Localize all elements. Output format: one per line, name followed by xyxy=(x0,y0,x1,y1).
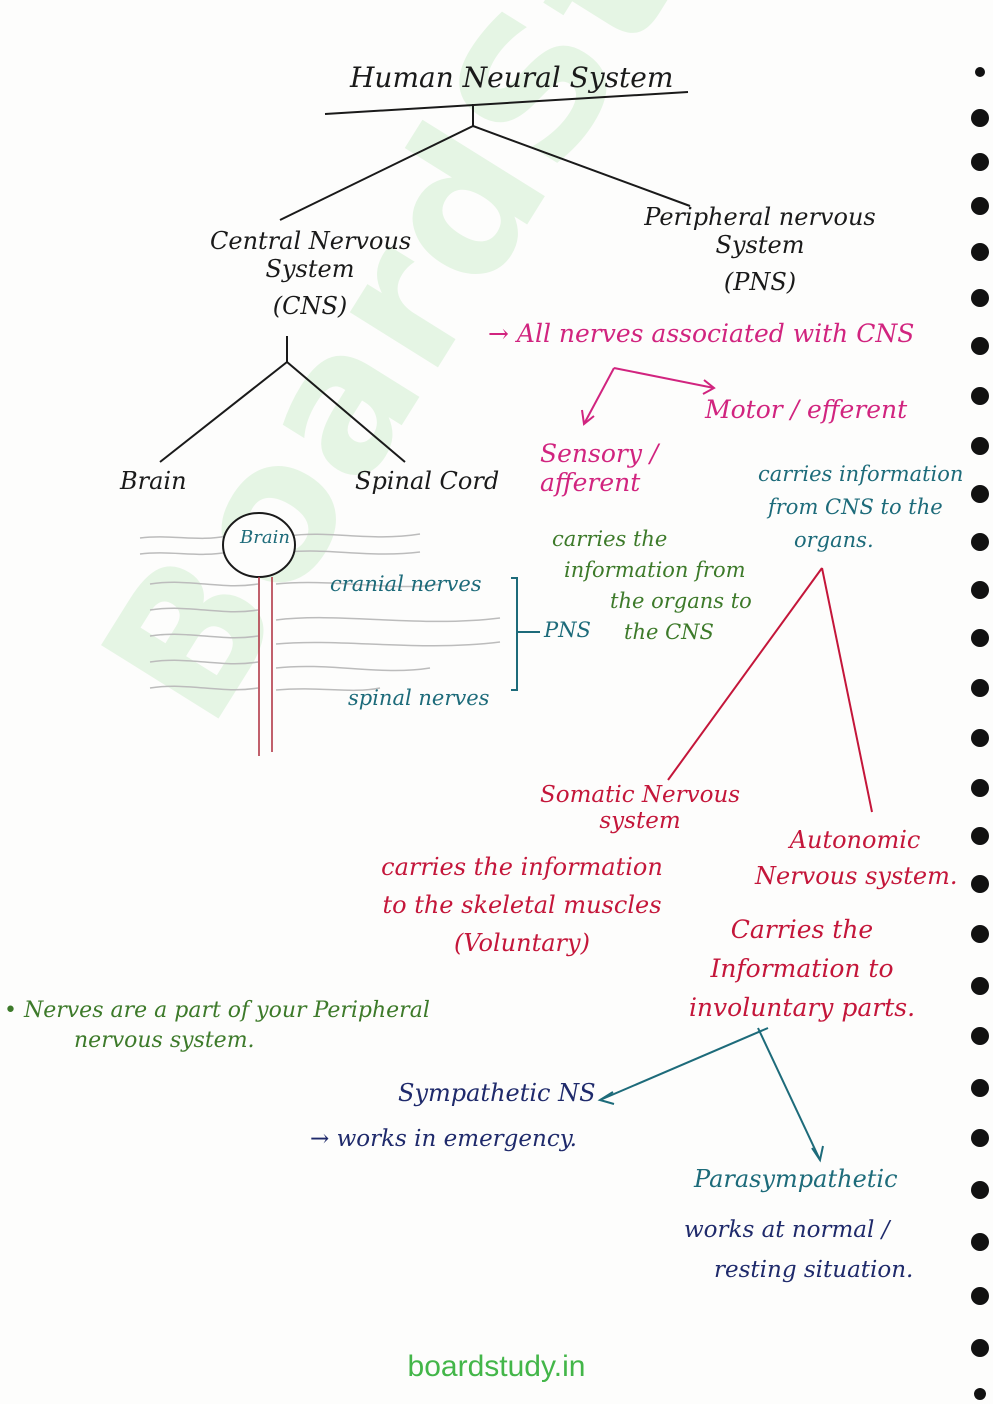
branch-to-autonomic xyxy=(821,567,873,813)
somatic-description: carries the information to the skeletal … xyxy=(352,848,692,962)
pns-label-line2: System xyxy=(715,230,805,259)
spinal-cord-label: Spinal Cord xyxy=(355,467,500,495)
somatic-nervous-system-label: Somatic Nervous system xyxy=(540,782,740,835)
pns-label: Peripheral nervous System (PNS) xyxy=(640,203,880,297)
motor-desc-line: organs. xyxy=(794,528,874,552)
nervous-system-sketch xyxy=(139,512,540,756)
sensory-desc-line: carries the xyxy=(552,527,668,551)
autonomic-description: Carries the Information to involuntary p… xyxy=(672,910,932,1027)
parasympathetic-label: Parasympathetic xyxy=(694,1165,898,1193)
sympathetic-ns-label: Sympathetic NS xyxy=(398,1079,596,1107)
sensory-line2: afferent xyxy=(540,467,641,497)
somatic-desc-line: (Voluntary) xyxy=(454,929,590,957)
autonomic-line2: Nervous system. xyxy=(755,862,958,890)
sensory-desc-line: the organs to xyxy=(610,589,752,613)
somatic-line1: Somatic Nervous xyxy=(540,782,741,808)
brain-label: Brain xyxy=(120,467,187,495)
parasympathetic-desc-line1: works at normal / xyxy=(684,1217,890,1243)
sketch-brain-label: Brain xyxy=(240,527,290,548)
motor-desc-line: from CNS to the xyxy=(768,495,943,519)
cns-label-line1: Central Nervous xyxy=(210,227,412,255)
sensory-desc-line: the CNS xyxy=(624,620,714,644)
somatic-desc-line: to the skeletal muscles xyxy=(382,891,662,919)
autonomic-desc-line: Information to xyxy=(710,954,894,983)
spinal-nerves-label: spinal nerves xyxy=(348,686,490,710)
branch-to-cns xyxy=(279,125,474,221)
note-line1: • Nerves are a part of your Peripheral xyxy=(4,998,430,1023)
note-line2: nervous system. xyxy=(74,1028,255,1053)
sensory-desc-line: information from xyxy=(564,558,746,582)
pns-definition: → All nerves associated with CNS xyxy=(488,319,915,348)
somatic-line2: system xyxy=(599,808,681,835)
cns-label-line2: System xyxy=(265,254,355,283)
sensory-afferent-label: Sensory / afferent xyxy=(540,439,659,498)
cranial-nerves-label: cranial nerves xyxy=(330,572,482,596)
autonomic-line1: Autonomic xyxy=(789,826,921,854)
title-underline xyxy=(324,91,689,115)
footer-site-link[interactable]: boardstudy.in xyxy=(407,1350,586,1383)
autonomic-desc-line: Carries the xyxy=(730,915,874,944)
parasympathetic-description: works at normal / resting situation. xyxy=(684,1210,913,1290)
cns-abbr: (CNS) xyxy=(272,292,348,321)
somatic-desc-line: carries the information xyxy=(381,853,663,881)
pns-abbr: (PNS) xyxy=(723,268,797,297)
branch-to-pns xyxy=(472,125,691,207)
arrow-to-parasympathetic xyxy=(757,1027,821,1161)
arrow-to-sympathetic xyxy=(599,1027,769,1101)
motor-desc-line: carries information xyxy=(758,462,964,486)
autonomic-desc-line: involuntary parts. xyxy=(688,993,916,1022)
peripheral-note: • Nerves are a part of your Peripheral n… xyxy=(4,996,430,1056)
motor-efferent-label: Motor / efferent xyxy=(705,395,908,424)
diagram-title: Human Neural System xyxy=(350,61,674,94)
autonomic-nervous-system-label: Autonomic Nervous system. xyxy=(755,822,958,894)
branch-to-brain xyxy=(159,361,288,463)
sketch-pns-label: PNS xyxy=(544,618,591,642)
sensory-description: carries the information from the organs … xyxy=(552,524,752,648)
sympathetic-description: → works in emergency. xyxy=(310,1126,577,1152)
pns-label-line1: Peripheral nervous xyxy=(644,203,876,231)
branch-to-spinal-cord xyxy=(286,361,406,463)
parasympathetic-desc-line2: resting situation. xyxy=(714,1257,914,1283)
motor-description: carries information from CNS to the orga… xyxy=(758,458,963,557)
cns-label: Central Nervous System (CNS) xyxy=(210,227,412,321)
sensory-line1: Sensory / xyxy=(540,439,659,468)
branch-to-somatic xyxy=(667,567,823,781)
spiral-binding xyxy=(971,67,989,1400)
